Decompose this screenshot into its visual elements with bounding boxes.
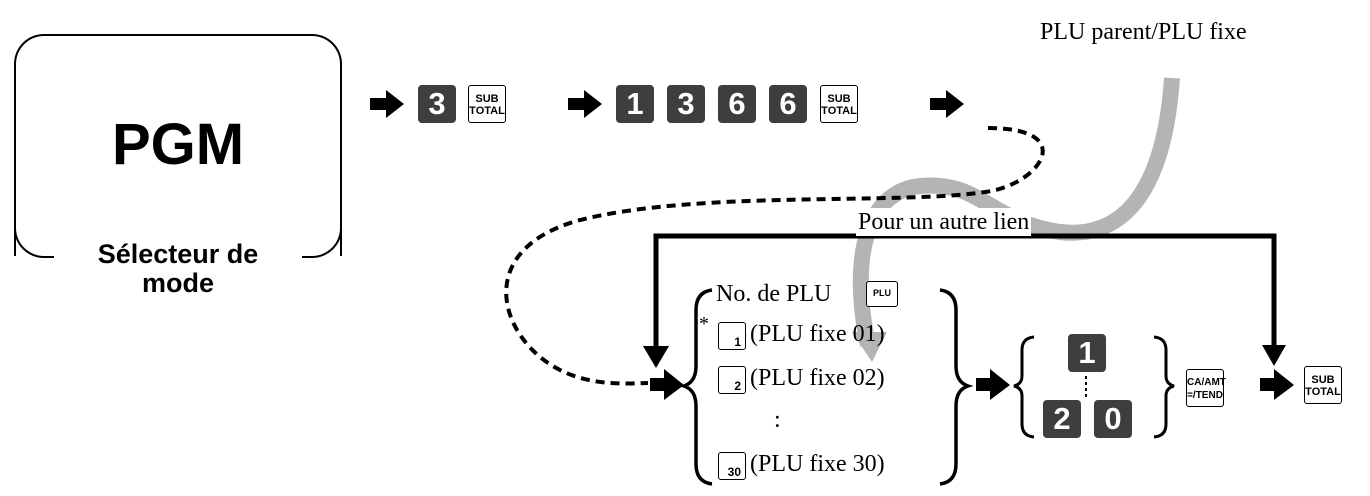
subtotal-key-final: SUB TOTAL: [1304, 366, 1342, 404]
ca-amt-tend-key-line2: =/TEND: [1187, 390, 1223, 401]
range-left-brace: [1013, 335, 1035, 439]
subtotal-key-1-line1: SUB: [475, 93, 499, 105]
ca-amt-tend-key-line1: CA/AMT: [1187, 377, 1226, 388]
right-brace: [939, 288, 974, 486]
sequence-arrow-2: [568, 90, 602, 118]
loop-arrowhead-down: [643, 346, 669, 368]
loop-arrowhead-start: [1262, 345, 1286, 366]
digit-key-1: 1: [616, 85, 654, 123]
parent-curve-arrowhead: [852, 332, 887, 362]
subtotal-key-2-line2: TOTAL: [821, 105, 857, 117]
plu-item-label-2: (PLU fixe 02): [750, 365, 885, 391]
dashed-return-path: [504, 126, 1045, 386]
digit-key-2: 3: [667, 85, 705, 123]
plu-item-ellipsis: :: [774, 407, 781, 433]
mode-title: PGM: [111, 112, 245, 177]
subtotal-key-final-line1: SUB: [1311, 374, 1335, 386]
plu-item-key-2: 2: [718, 366, 746, 394]
digit-key-3: 6: [718, 85, 756, 123]
plu-item-label-1: (PLU fixe 01): [750, 321, 885, 347]
sequence-arrow-4: [650, 369, 684, 400]
mode-caption: Sélecteur de mode: [70, 240, 286, 298]
subtotal-key-final-line2: TOTAL: [1305, 386, 1341, 398]
range-key-top: 1: [1068, 334, 1106, 372]
range-right-brace: [1153, 335, 1175, 439]
sequence-arrow-3: [930, 90, 964, 118]
sequence-arrow-5: [976, 369, 1010, 400]
plu-item-key-30: 30: [718, 452, 746, 480]
subtotal-key-2-line1: SUB: [827, 93, 851, 105]
subtotal-key-1-line2: TOTAL: [469, 105, 505, 117]
subtotal-key-1: SUB TOTAL: [468, 85, 506, 123]
plu-item-label-30: (PLU fixe 30): [750, 451, 885, 477]
key-3: 3: [418, 85, 456, 123]
parent-label: PLU parent/PLU fixe: [1040, 19, 1247, 45]
sequence-arrow-1: [370, 90, 404, 118]
range-key-bottom-0: 0: [1094, 400, 1132, 438]
ca-amt-tend-key: CA/AMT =/TEND: [1186, 369, 1226, 407]
sequence-arrow-6: [1260, 369, 1294, 400]
loop-line: [653, 233, 1277, 355]
subtotal-key-2: SUB TOTAL: [820, 85, 858, 123]
mode-selector-frame: [14, 34, 342, 256]
left-brace: [678, 288, 713, 486]
range-key-bottom-2: 2: [1043, 400, 1081, 438]
digit-key-4: 6: [769, 85, 807, 123]
loop-label: Pour un autre lien: [856, 208, 1032, 236]
plu-list-header: No. de PLU: [716, 281, 832, 307]
plu-key: PLU: [866, 281, 898, 307]
plu-item-key-1: 1: [718, 322, 746, 350]
asterisk: *: [699, 313, 709, 335]
